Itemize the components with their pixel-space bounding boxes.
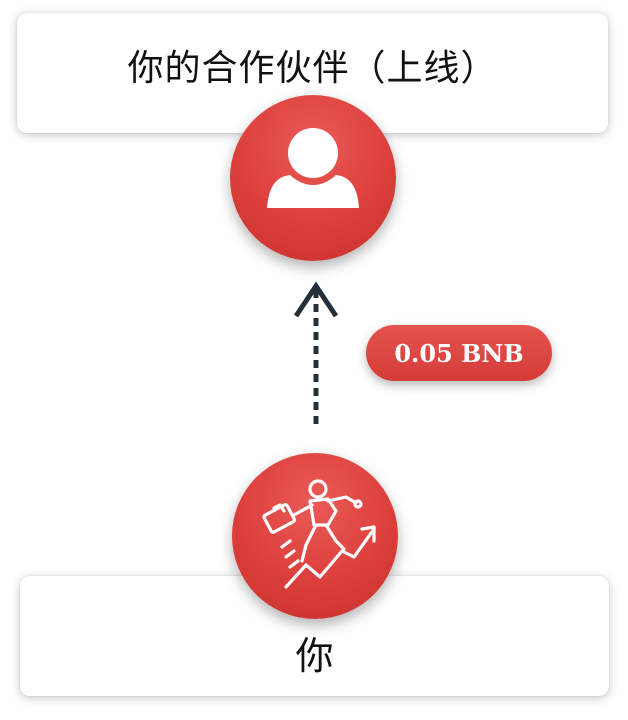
dashed-arrow-up-icon [293, 281, 339, 426]
amount-badge: 0.05 BNB [366, 325, 552, 381]
you-label: 你 [295, 634, 334, 678]
user-icon [267, 128, 359, 208]
upline-avatar [230, 95, 396, 261]
climbing-businessman-icon [262, 479, 376, 589]
amount-label: 0.05 BNB [394, 338, 524, 368]
upline-label: 你的合作伙伴（上线） [127, 48, 498, 89]
you-avatar [232, 453, 398, 619]
